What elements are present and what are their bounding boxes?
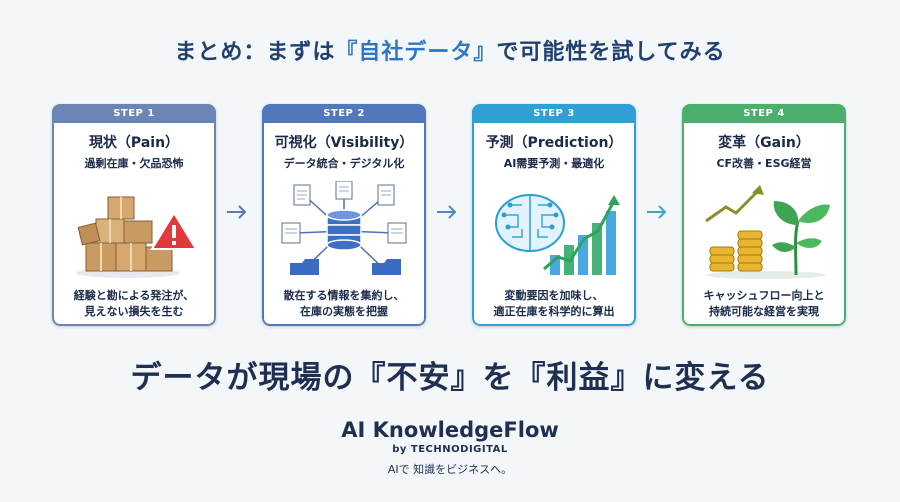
step-title: 現状（Pain）	[88, 135, 180, 151]
brand-slogan: AIで 知識をビジネスへ。	[387, 463, 513, 476]
title-prefix: まとめ：まずは	[174, 40, 336, 65]
brand-byline: by TECHNODIGITAL	[392, 444, 508, 455]
step-card-2: STEP 2 可視化（Visibility） データ統合・デジタル化	[262, 104, 426, 326]
title-highlight: 『自社データ』	[335, 40, 497, 65]
brand-logo-text: AI KnowledgeFlow	[341, 418, 559, 442]
step-description: キャッシュフロー向上と 持続可能な経営を実現	[703, 289, 825, 318]
step-description: 経験と勘による発注が、 見えない損失を生む	[73, 289, 195, 318]
arrow-right-icon	[227, 205, 247, 219]
step-subtitle: CF改善・ESG経営	[716, 157, 812, 170]
step-card-3: STEP 3 予測（Prediction） AI需要予測・最適化	[472, 104, 636, 326]
step-subtitle: AI需要予測・最適化	[503, 157, 605, 170]
step-subtitle: 過剰在庫・欠品恐怖	[84, 157, 184, 170]
step-label: STEP 4	[682, 104, 846, 123]
step-label: STEP 1	[52, 104, 216, 123]
title-suffix: で可能性を試してみる	[496, 40, 726, 65]
step-description: 変動要因を加味し、 適正在庫を科学的に算出	[493, 289, 615, 318]
tagline: データが現場の『不安』を『利益』に変える	[130, 360, 770, 396]
step-body: 現状（Pain） 過剰在庫・欠品恐怖 経験と勘による発	[52, 123, 216, 326]
step-card-4: STEP 4 変革（Gain） CF改善・ESG経営 キャッシュフ	[682, 104, 846, 326]
step-label: STEP 2	[262, 104, 426, 123]
ai-brain-chart-icon	[495, 194, 620, 275]
step-title: 可視化（Visibility）	[274, 135, 414, 151]
coins-sprout-icon	[705, 185, 830, 279]
step-subtitle: データ統合・デジタル化	[283, 157, 405, 170]
page-title: まとめ：まずは『自社データ』で可能性を試してみる	[0, 34, 900, 66]
step-title: 予測（Prediction）	[485, 135, 623, 151]
boxes-warning-icon	[76, 196, 198, 278]
step-title: 変革（Gain）	[718, 135, 810, 151]
step-body: 可視化（Visibility） データ統合・デジタル化	[262, 123, 426, 326]
step-body: 変革（Gain） CF改善・ESG経営 キャッシュフロー向上と 持続可能な経営を	[682, 123, 846, 326]
arrow-right-icon	[647, 205, 667, 219]
step-description: 散在する情報を集約し、 在庫の実態を把握	[283, 289, 405, 318]
step-body: 予測（Prediction） AI需要予測・最適化 変動要因を加味し、 適	[472, 123, 636, 326]
arrow-right-icon	[437, 205, 457, 219]
step-card-1: STEP 1 現状（Pain） 過剰在庫・欠品恐怖	[52, 104, 216, 326]
database-documents-icon	[281, 181, 407, 275]
step-label: STEP 3	[472, 104, 636, 123]
